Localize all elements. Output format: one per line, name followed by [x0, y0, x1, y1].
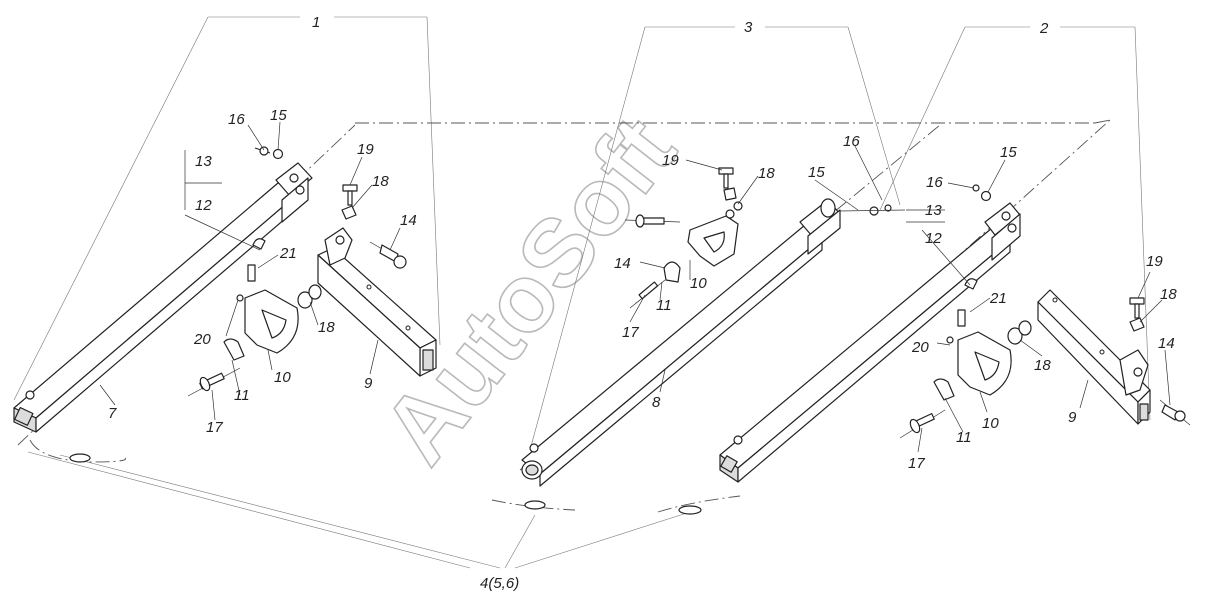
assembly-label-3: 3 [744, 19, 753, 36]
callout-20-left: 20 [193, 331, 211, 348]
left-callouts: 13 12 16 15 19 18 14 21 20 18 10 11 9 7 … [108, 107, 417, 436]
callout-17-left: 17 [206, 419, 223, 436]
middle-callouts: 19 18 15 16 13 12 14 10 11 17 8 [614, 133, 942, 411]
hitch-bracket-10-mid [624, 214, 739, 283]
washer-15 [272, 148, 284, 160]
beam-9-right [1037, 289, 1151, 425]
beam-9-left [317, 227, 437, 377]
callout-10-left: 10 [274, 369, 291, 386]
callout-18a-left: 18 [372, 173, 389, 190]
assembly-label-4: 4(5,6) [480, 575, 519, 592]
callout-12-left: 12 [195, 197, 212, 214]
callout-12-mid: 12 [925, 230, 942, 247]
callout-14-right: 14 [1158, 335, 1175, 352]
grease-fitting-r [733, 435, 743, 445]
callout-15-left: 15 [270, 107, 287, 124]
washer-4a [69, 453, 91, 463]
washer-4b [524, 500, 546, 510]
grease-fitting [25, 390, 35, 400]
callout-21-right: 21 [989, 290, 1007, 307]
pin-14 [369, 241, 407, 269]
callout-14-mid: 14 [614, 255, 631, 272]
callout-13-left: 13 [195, 153, 212, 170]
pin-14-r [1159, 399, 1191, 426]
washer-4c [678, 505, 702, 515]
callout-19-left: 19 [357, 141, 374, 158]
callout-9-left: 9 [364, 375, 373, 392]
assembly-label-2: 2 [1039, 20, 1049, 37]
callout-18a-right: 18 [1034, 357, 1051, 374]
bolt-17-r [899, 409, 946, 439]
callout-11-left: 11 [234, 387, 250, 404]
callout-10-right: 10 [982, 415, 999, 432]
callout-11-mid: 11 [656, 297, 672, 314]
callout-11-right: 11 [956, 429, 972, 446]
cotter-pin-16 [259, 146, 269, 156]
bolt-17 [187, 367, 241, 397]
callout-15-right: 15 [1000, 144, 1017, 161]
assembly-label-1: 1 [312, 14, 320, 31]
callout-19-right: 19 [1146, 253, 1163, 270]
right-callouts: 16 15 21 20 18 10 11 17 19 18 14 9 [908, 144, 1177, 472]
assembly-labels: 1 3 2 4(5,6) [312, 14, 1049, 592]
part-4-rings [29, 439, 741, 515]
callout-16-mid: 16 [843, 133, 860, 150]
callout-19-mid: 19 [662, 152, 679, 169]
middle-assembly [521, 145, 945, 487]
bolt-19-mid [718, 167, 743, 219]
bolt-19 [341, 184, 358, 220]
callout-16-right: 16 [926, 174, 943, 191]
right-assembly [719, 159, 1191, 483]
beam-7-right [719, 202, 1021, 483]
callout-18b-left: 18 [318, 319, 335, 336]
callout-18b-right: 18 [1160, 286, 1177, 303]
callout-20-right: 20 [911, 339, 929, 356]
assembly-leaders [13, 16, 1151, 569]
callout-21-left: 21 [279, 245, 297, 262]
hitch-bracket-10 [223, 238, 299, 361]
washer-15-r [980, 190, 992, 202]
callout-17-right: 17 [908, 455, 925, 472]
callout-16-left: 16 [228, 111, 245, 128]
bolt-19-r [1129, 297, 1145, 332]
hitch-bracket-10-r [933, 278, 1012, 401]
washer-15-mid [869, 206, 879, 216]
callout-13-mid: 13 [925, 202, 942, 219]
callout-8-mid: 8 [652, 394, 661, 411]
bolt-17-mid [629, 279, 666, 309]
callout-9-right: 9 [1068, 409, 1077, 426]
beam-8 [521, 198, 841, 487]
callout-17-mid: 17 [622, 324, 639, 341]
callout-14-left: 14 [400, 212, 417, 229]
cotter-pin-16-mid [884, 204, 892, 212]
grease-fitting-8 [529, 443, 539, 453]
callout-7-left: 7 [108, 405, 117, 422]
callout-18-mid: 18 [758, 165, 775, 182]
callout-15-mid: 15 [808, 164, 825, 181]
left-assembly [13, 121, 437, 433]
beam-7 [13, 162, 313, 433]
callout-10-mid: 10 [690, 275, 707, 292]
